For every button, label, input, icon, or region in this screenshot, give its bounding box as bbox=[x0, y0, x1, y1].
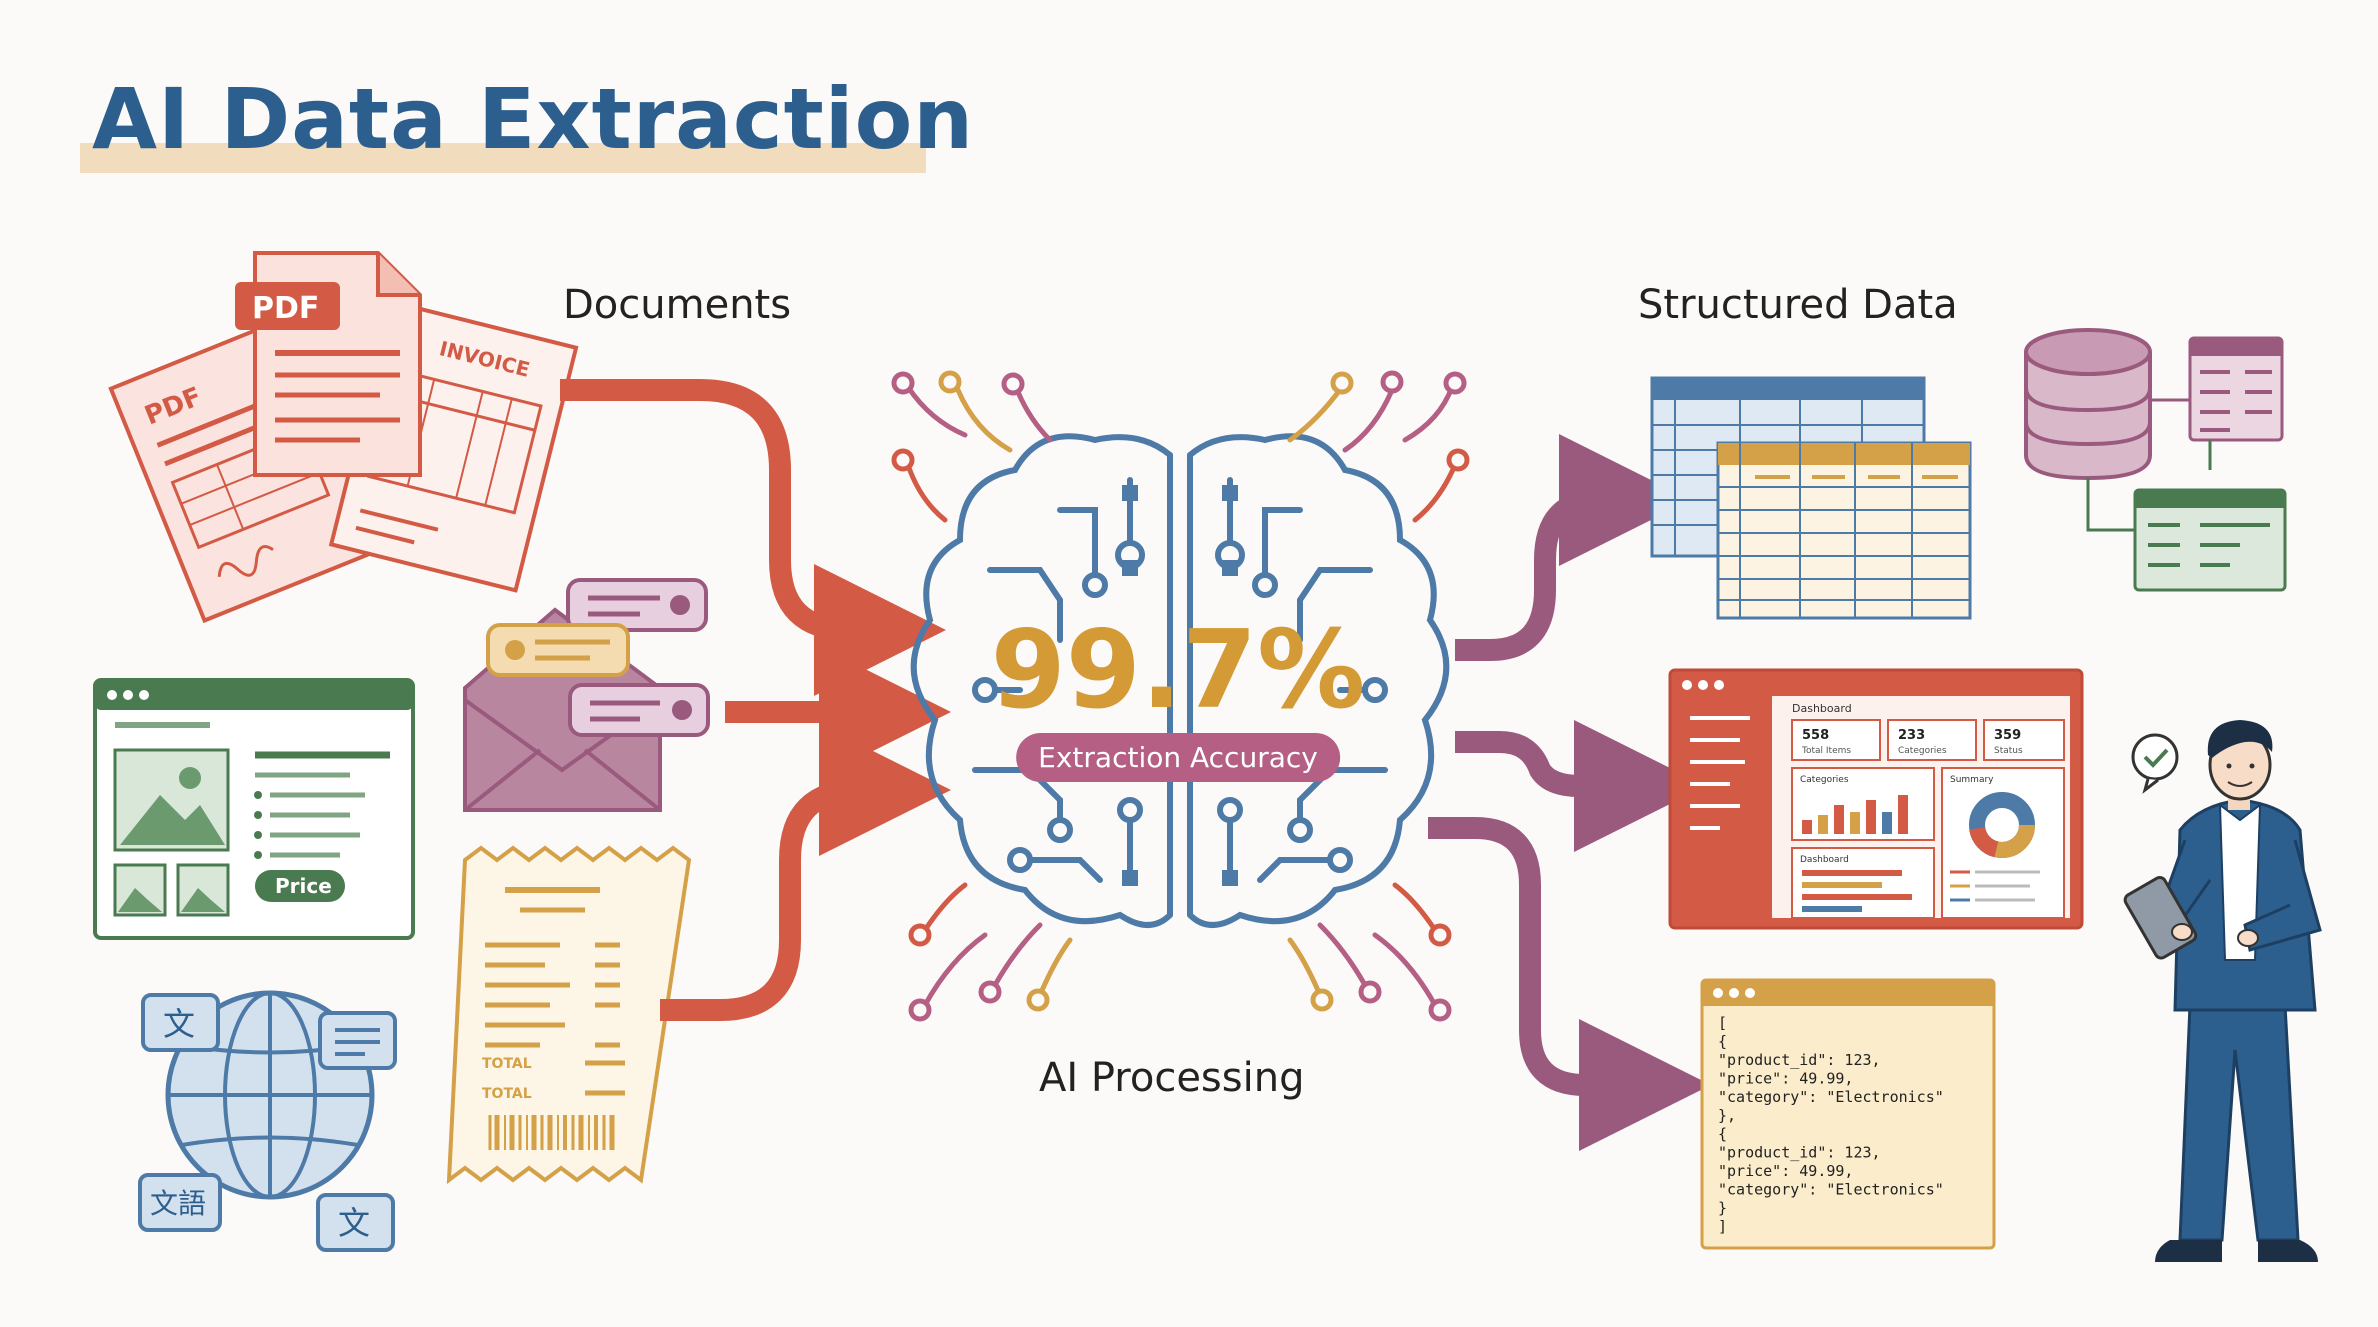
stat2-value: 233 bbox=[1898, 728, 1925, 743]
arrow-receipt bbox=[660, 724, 951, 1021]
document-stack-icon: PDF INVOICE bbox=[108, 251, 579, 624]
json-code-line: "price": 49.99, bbox=[1718, 1162, 1853, 1180]
json-code-line: ] bbox=[1718, 1218, 1727, 1236]
arrow-documents bbox=[560, 379, 946, 696]
stat3-label: Status bbox=[1994, 746, 2023, 756]
arrow-to-tables bbox=[1455, 434, 1691, 661]
brain-circuit-icon bbox=[910, 433, 1450, 928]
receipt-total-1: TOTAL bbox=[482, 1056, 532, 1072]
documents-label: Documents bbox=[563, 282, 792, 328]
dashboard-title: Dashboard bbox=[1792, 702, 1852, 715]
language-glyph-1: 文 bbox=[163, 1005, 195, 1043]
json-code-line: [ bbox=[1718, 1014, 1727, 1032]
stat2-label: Categories bbox=[1898, 746, 1947, 756]
database-icon bbox=[2024, 328, 2287, 592]
language-glyph-3: 文 bbox=[338, 1204, 370, 1242]
json-code-line: "product_id": 123, bbox=[1718, 1051, 1881, 1069]
receipt-total-2: TOTAL bbox=[482, 1086, 532, 1102]
json-code-line: { bbox=[1718, 1033, 1727, 1051]
pdf-front-label: PDF bbox=[252, 291, 319, 326]
json-code-line: "product_id": 123, bbox=[1718, 1144, 1881, 1162]
json-window: [ { "product_id": 123, "price": 49.99, "… bbox=[1700, 978, 1996, 1250]
panel-categories-title: Categories bbox=[1800, 775, 1849, 785]
title-highlight bbox=[80, 143, 926, 173]
person-with-tablet-icon bbox=[2123, 720, 2322, 1262]
language-glyph-2: 文語 bbox=[150, 1187, 206, 1220]
stat1-value: 558 bbox=[1802, 728, 1829, 743]
input-arrows bbox=[560, 379, 951, 1021]
brain-radiating-lines bbox=[891, 370, 1470, 1022]
globe-language-icon: 文 文語 文 bbox=[138, 990, 397, 1252]
arrow-to-json bbox=[1428, 817, 1711, 1151]
accuracy-label: Extraction Accuracy bbox=[1016, 733, 1340, 782]
dashboard-window: Dashboard 558 Total Items 233 Categories… bbox=[1668, 668, 2084, 930]
email-chat-icon bbox=[463, 578, 710, 812]
arrow-to-dashboard bbox=[1455, 720, 1706, 852]
stat1-label: Total Items bbox=[1801, 746, 1851, 756]
page-title: AI Data Extraction bbox=[92, 70, 975, 168]
accuracy-value: 99.7% bbox=[990, 608, 1366, 733]
webpage-icon: Price bbox=[93, 678, 415, 940]
structured-data-label: Structured Data bbox=[1638, 282, 1958, 328]
json-code-line: "category": "Electronics" bbox=[1718, 1181, 1944, 1199]
panel-dashboard-title: Dashboard bbox=[1800, 855, 1849, 865]
receipt-icon: TOTAL TOTAL bbox=[446, 845, 692, 1185]
json-code-line: } bbox=[1718, 1199, 1727, 1217]
webpage-price-label: Price bbox=[275, 874, 332, 898]
stat3-value: 359 bbox=[1994, 728, 2021, 743]
json-code-line: { bbox=[1718, 1125, 1727, 1143]
json-code-line: }, bbox=[1718, 1107, 1736, 1125]
json-code-line: "price": 49.99, bbox=[1718, 1070, 1853, 1088]
ai-processing-label: AI Processing bbox=[1039, 1055, 1305, 1101]
panel-summary-title: Summary bbox=[1950, 775, 1994, 785]
spreadsheet-icon bbox=[1650, 376, 1972, 620]
output-arrows bbox=[1428, 434, 1711, 1151]
json-code-line: "category": "Electronics" bbox=[1718, 1088, 1944, 1106]
